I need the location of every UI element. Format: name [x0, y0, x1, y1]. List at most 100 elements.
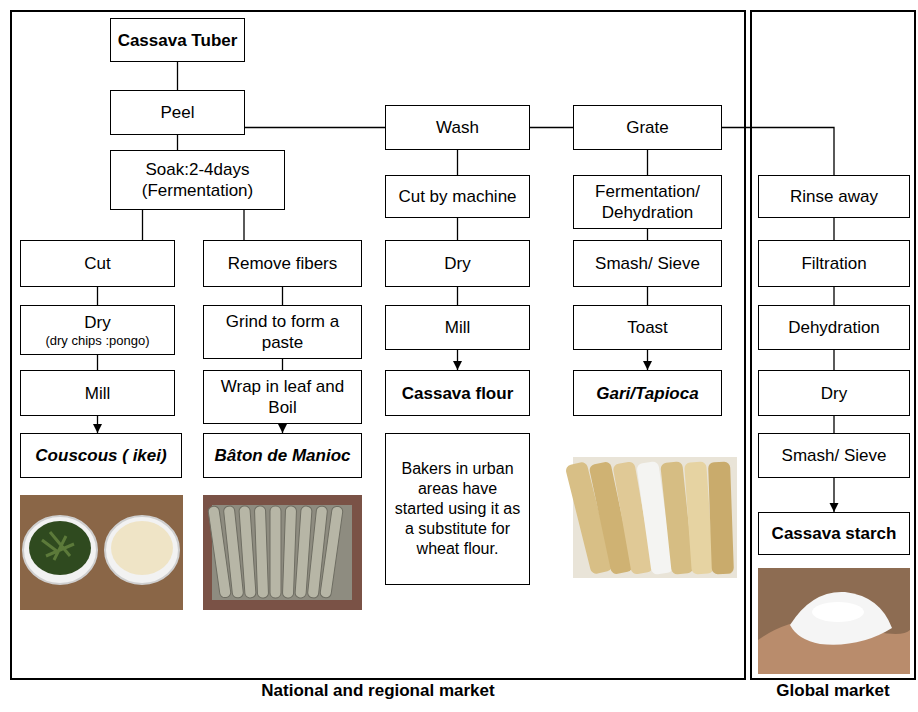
baton-photo — [203, 495, 362, 610]
box-label: Soak:2-4days (Fermentation) — [117, 159, 278, 201]
connector — [833, 287, 834, 305]
connector — [97, 416, 98, 433]
process-box: Soak:2-4days (Fermentation) — [110, 150, 285, 210]
connector — [282, 359, 283, 370]
process-box: Smash/ Sieve — [758, 433, 910, 478]
connector — [282, 287, 283, 305]
box-label: Remove fibers — [228, 253, 338, 274]
gari-photo — [565, 457, 737, 578]
connector — [833, 350, 834, 370]
illustration-part — [239, 506, 256, 599]
source-box: Cassava Tuber — [110, 18, 245, 62]
connector — [457, 350, 458, 370]
box-label: Toast — [627, 317, 668, 338]
bowl — [105, 516, 179, 584]
couscous-photo — [20, 495, 183, 610]
process-box: Dry(dry chips :pongo) — [20, 305, 175, 355]
box-label: Fermentation/ Dehydration — [580, 181, 715, 223]
market-region: Cassava TuberPeelSoak:2-4days (Fermentat… — [10, 10, 746, 680]
connector — [177, 62, 178, 90]
box-label: Filtration — [801, 253, 866, 274]
connector — [457, 218, 458, 240]
box-label: Bakers in urban areas have started using… — [392, 459, 523, 559]
box-label: Wrap in leaf and Boil — [210, 376, 355, 418]
connector — [530, 127, 573, 128]
connector — [457, 150, 458, 175]
process-box: Smash/ Sieve — [573, 240, 722, 287]
box-label: Mill — [85, 383, 111, 404]
box-label: Cassava starch — [772, 523, 897, 544]
illustration-part — [708, 462, 734, 575]
box-label: Rinse away — [790, 186, 878, 207]
illustration-part — [282, 506, 296, 598]
photo-ground — [20, 495, 183, 610]
connector — [282, 424, 283, 433]
connector — [722, 128, 834, 176]
starch-photo — [758, 568, 910, 674]
couscous — [111, 521, 173, 575]
process-box: Fermentation/ Dehydration — [573, 175, 722, 229]
process-box: Grate — [573, 105, 722, 150]
process-box: Cut — [20, 240, 175, 287]
process-box: Toast — [573, 305, 722, 350]
process-box: Grind to form a paste — [203, 305, 362, 359]
process-box: Dry — [385, 240, 530, 287]
region-heading: National and regional market — [12, 681, 744, 701]
process-box: Remove fibers — [203, 240, 362, 287]
connector — [177, 135, 178, 150]
greens — [29, 521, 91, 575]
connector — [647, 287, 648, 305]
photo-ground — [758, 568, 910, 674]
box-label: Cassava flour — [402, 383, 514, 404]
process-box: Rinse away — [758, 175, 910, 218]
product-box: Cassava flour — [385, 370, 530, 416]
box-label: Smash/ Sieve — [782, 445, 887, 466]
sticks — [208, 506, 344, 599]
box-subtext: (dry chips :pongo) — [45, 333, 149, 349]
connector — [245, 127, 385, 128]
process-box: Filtration — [758, 240, 910, 287]
bags — [565, 461, 734, 575]
box-label: Cassava Tuber — [118, 30, 238, 51]
process-box: Dehydration — [758, 305, 910, 350]
region-heading: Global market — [752, 681, 914, 701]
box-label: Peel — [160, 102, 194, 123]
box-label: Dry — [444, 253, 470, 274]
connector — [97, 355, 98, 370]
tray — [212, 505, 352, 600]
connector — [833, 478, 834, 512]
starch-powder — [790, 592, 892, 645]
illustration-part — [320, 506, 344, 599]
box-label: Dehydration — [788, 317, 880, 338]
connector — [833, 416, 834, 433]
product-box: Couscous ( ikei) — [20, 433, 182, 478]
process-box: Wash — [385, 105, 530, 150]
connector — [243, 210, 244, 240]
note-box: Bakers in urban areas have started using… — [385, 433, 530, 585]
box-label: Cut — [84, 253, 110, 274]
process-box: Dry — [758, 370, 910, 416]
process-box: Peel — [110, 90, 245, 135]
box-label: Mill — [445, 317, 471, 338]
box-label: Grate — [626, 117, 669, 138]
connector — [647, 150, 648, 175]
process-box: Wrap in leaf and Boil — [203, 370, 362, 424]
box-label: Grind to form a paste — [210, 311, 355, 353]
connector — [457, 287, 458, 305]
photo-ground — [203, 495, 362, 610]
product-box: Bâton de Manioc — [203, 433, 362, 478]
connector — [647, 350, 648, 370]
leaves — [42, 532, 74, 560]
connector — [833, 218, 834, 240]
product-box: Gari/Tapioca — [573, 370, 722, 416]
box-label: Cut by machine — [398, 186, 516, 207]
box-label: Dry — [84, 312, 110, 333]
box-label: Bâton de Manioc — [214, 445, 350, 466]
connector — [647, 229, 648, 240]
box-label: Wash — [436, 117, 479, 138]
starch-powder — [812, 602, 864, 622]
process-box: Cut by machine — [385, 175, 530, 218]
illustration-part — [270, 506, 281, 598]
box-label: Couscous ( ikei) — [35, 445, 166, 466]
